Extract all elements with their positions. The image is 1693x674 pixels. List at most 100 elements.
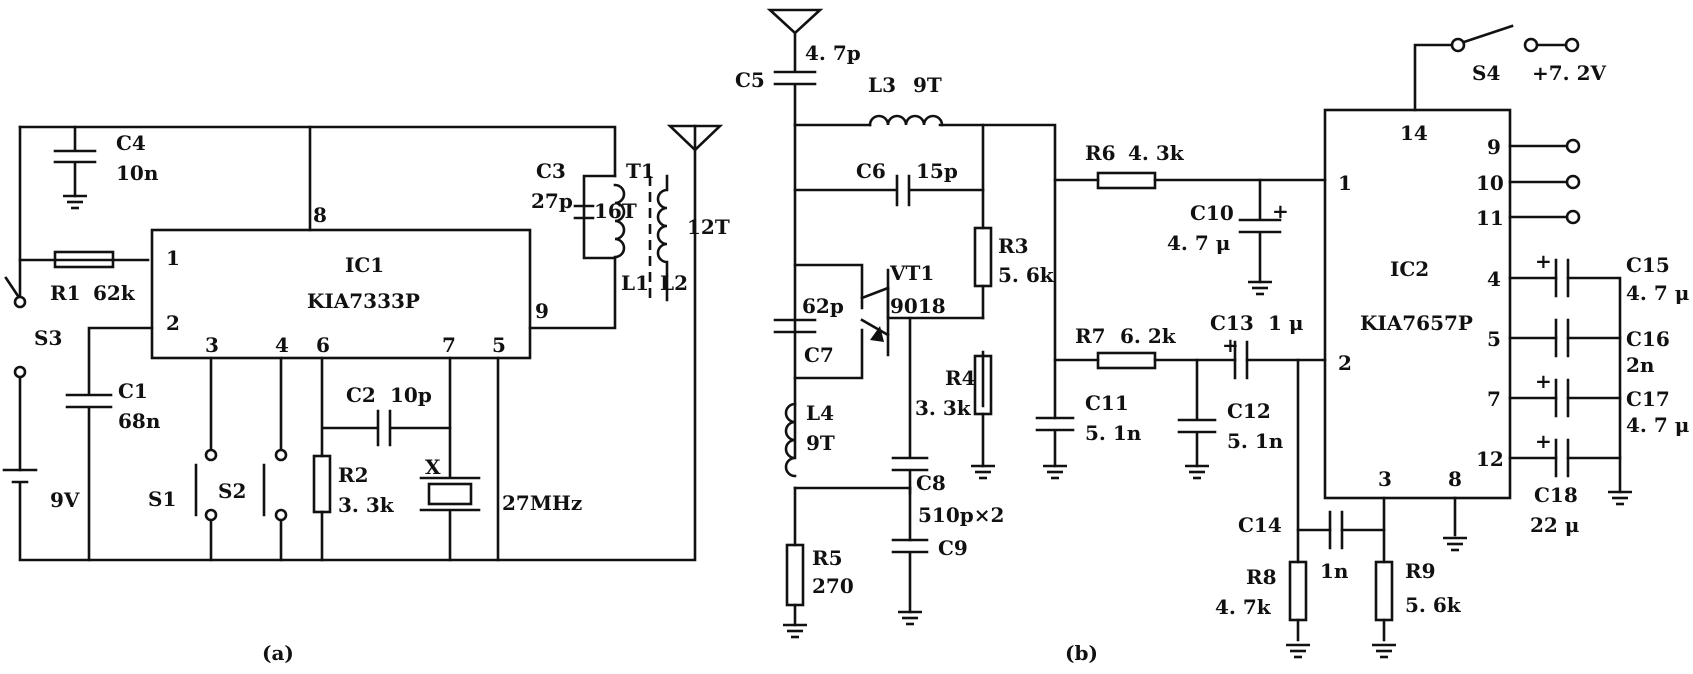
r9-resistor: [1374, 560, 1394, 622]
r2-ref: R2: [338, 463, 369, 487]
ic2-pin-7: 7: [1487, 387, 1501, 411]
l1-ref: L1: [621, 271, 649, 295]
ic1-pin-9: 9: [535, 299, 549, 323]
ic2-pin-4: 4: [1487, 267, 1501, 291]
c9-ref: C9: [938, 536, 968, 560]
c18-value: 22 μ: [1530, 513, 1579, 537]
c16-ref: C16: [1626, 327, 1670, 351]
vt1-ref: VT1: [889, 261, 934, 285]
vt1-part: 9018: [890, 294, 946, 318]
c12-ref: C12: [1227, 399, 1271, 423]
ic1-pin-3: 3: [205, 333, 219, 357]
l1-turns: 16T: [594, 199, 637, 223]
crystal-x: [427, 482, 473, 506]
c2-value: 10p: [390, 383, 432, 407]
caption-b: (b): [1065, 641, 1098, 665]
c13-value: 1 μ: [1268, 311, 1304, 335]
c8-value: 510p×2: [918, 503, 1004, 527]
r5-resistor: [785, 543, 805, 607]
ic1-pin-5: 5: [492, 333, 506, 357]
c7-ref: C7: [804, 343, 834, 367]
l2-ref: L2: [660, 271, 688, 295]
r1-ref: R1: [50, 281, 81, 305]
c6-ref: C6: [856, 159, 886, 183]
c15-ref: C15: [1626, 253, 1670, 277]
c17-value: 4. 7 μ: [1626, 413, 1689, 437]
c7-value: 62p: [802, 294, 844, 318]
c8-ref: C8: [916, 471, 946, 495]
ic2-pin-5: 5: [1487, 327, 1501, 351]
circuit-a: [2, 124, 724, 562]
r7-ref: R7: [1075, 324, 1106, 348]
r4-ref: R4: [945, 366, 976, 390]
ic1-pin-7: 7: [442, 333, 456, 357]
c13-plus: +: [1222, 333, 1239, 357]
c5-value: 4. 7p: [805, 41, 861, 65]
ic2-pin-8: 8: [1448, 467, 1462, 491]
x-ref: X: [425, 455, 441, 479]
r5-ref: R5: [812, 546, 843, 570]
ic1-pin-1: 1: [166, 246, 180, 270]
c1-ref: C1: [118, 379, 148, 403]
r7-value: 6. 2k: [1120, 324, 1177, 348]
r4-value: 3. 3k: [915, 396, 972, 420]
c12-value: 5. 1n: [1227, 429, 1284, 453]
s3-ref: S3: [34, 326, 62, 350]
c17-ref: C17: [1626, 387, 1670, 411]
c4-value: 10n: [116, 161, 159, 185]
labels-b: 4. 7p C5 L3 9T C6 15p VT1 9018 62p C7 R3…: [735, 41, 1689, 665]
ic1-pin-2: 2: [166, 311, 180, 335]
ic2-pin-14: 14: [1400, 121, 1428, 145]
c1-value: 68n: [118, 409, 161, 433]
r9-ref: R9: [1405, 559, 1436, 583]
c18-plus: +: [1535, 429, 1552, 453]
r6-ref: R6: [1085, 141, 1116, 165]
c3-value: 27p: [531, 189, 573, 213]
s4-ref: S4: [1472, 61, 1500, 85]
r2-value: 3. 3k: [338, 493, 395, 517]
c11-ref: C11: [1085, 391, 1129, 415]
c18-ref: C18: [1534, 483, 1578, 507]
ic2-ref: IC2: [1390, 257, 1429, 281]
r6-resistor: [1096, 171, 1157, 190]
c13-ref: C13: [1210, 311, 1254, 335]
ic2-pin-11: 11: [1476, 206, 1504, 230]
c2-ref: C2: [346, 383, 376, 407]
battery-value: 9V: [50, 488, 80, 512]
r9-value: 5. 6k: [1405, 593, 1462, 617]
c10-value: 4. 7 μ: [1167, 231, 1230, 255]
c4-ref: C4: [116, 131, 146, 155]
r8-resistor: [1288, 560, 1308, 622]
c14-value: 1n: [1320, 559, 1349, 583]
ic1-ref: IC1: [345, 253, 384, 277]
r7-resistor: [1096, 351, 1157, 370]
c11-value: 5. 1n: [1085, 421, 1142, 445]
c10-ref: C10: [1190, 201, 1234, 225]
l4-turns: 9T: [806, 431, 835, 455]
circuit-b: [766, 8, 1634, 659]
r3-resistor: [973, 226, 993, 288]
r3-value: 5. 6k: [998, 263, 1055, 287]
caption-a: (a): [262, 641, 294, 665]
r8-ref: R8: [1246, 565, 1277, 589]
s2-ref: S2: [218, 479, 246, 503]
ic1-part: KIA7333P: [307, 289, 420, 313]
ic2-pin-12: 12: [1476, 447, 1504, 471]
l3-turns: 9T: [913, 73, 942, 97]
ic1-pin-8: 8: [313, 203, 327, 227]
s4-value: +7. 2V: [1532, 61, 1607, 85]
l4-ref: L4: [806, 401, 834, 425]
ic2-part: KIA7657P: [1360, 311, 1473, 335]
x-value: 27MHz: [502, 491, 582, 515]
c6-value: 15p: [916, 159, 958, 183]
ic1-pin-4: 4: [275, 333, 289, 357]
r1-resistor: [53, 250, 115, 269]
r5-value: 270: [812, 574, 854, 598]
ic2-pin-9: 9: [1487, 135, 1501, 159]
ic2-pin-1: 1: [1338, 171, 1352, 195]
c15-value: 4. 7 μ: [1626, 281, 1689, 305]
t1-ref: T1: [626, 159, 655, 183]
ic1-body: [150, 228, 532, 360]
ic2-body: [1323, 108, 1512, 500]
